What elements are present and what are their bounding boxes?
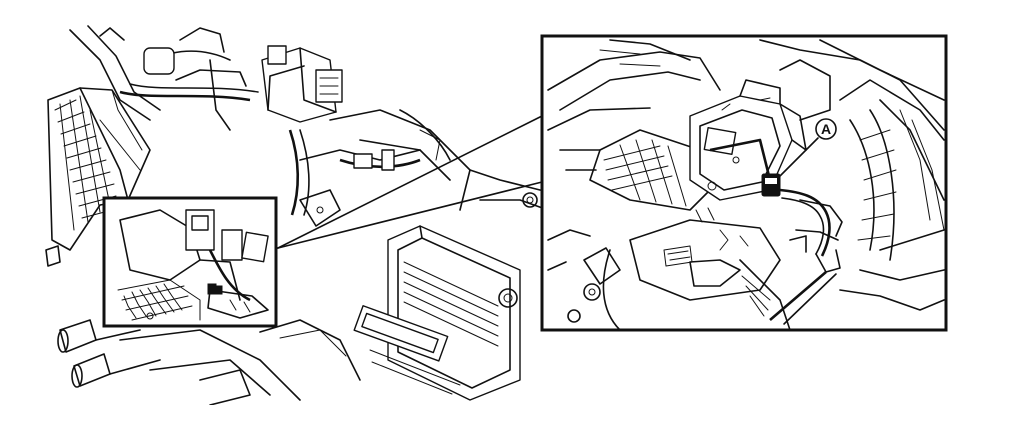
center-cables <box>288 129 421 227</box>
detail-frame <box>540 34 948 332</box>
callout-a-label: A <box>821 121 831 137</box>
blower-motor-block <box>261 45 343 123</box>
upper-right-housing <box>329 109 549 211</box>
connector-a <box>761 173 841 325</box>
evaporator-case <box>353 225 521 401</box>
detail-view: A <box>542 36 946 330</box>
detail-marker-box <box>102 196 278 328</box>
leader-lines <box>277 115 543 249</box>
lower-pipes <box>45 245 361 405</box>
wiring-harness <box>69 25 259 131</box>
overview-illustration <box>45 25 549 405</box>
callout-a: A <box>777 118 837 179</box>
overview-detail-region <box>104 198 276 326</box>
